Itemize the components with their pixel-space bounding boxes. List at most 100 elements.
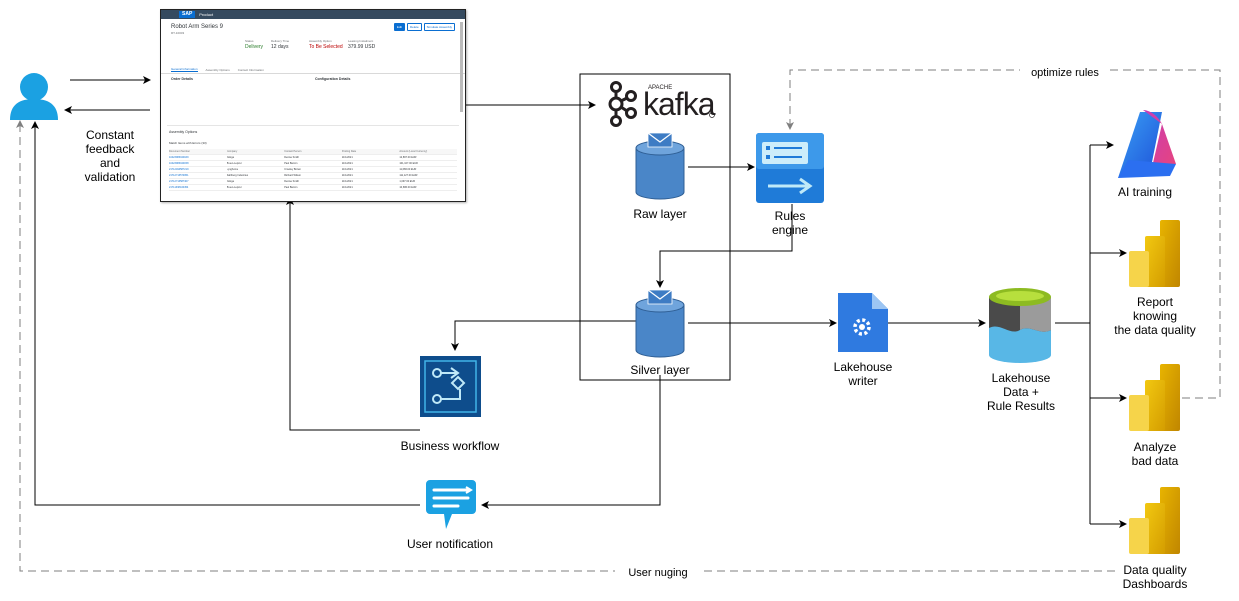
delete-button[interactable]: Delete bbox=[406, 23, 422, 31]
table-cell: 10,686.00 EUR bbox=[399, 186, 417, 189]
table-row[interactable]: 21712713587407 Jologa Denise Smith 11/1/202… bbox=[169, 179, 457, 185]
table-cell: 11/1/2021 bbox=[341, 174, 353, 177]
table-cell: 11/1/2021 bbox=[341, 162, 353, 165]
fanout-trunk bbox=[1055, 145, 1091, 524]
kafka-logo-icon bbox=[608, 81, 637, 127]
report-powerbi-icon bbox=[1129, 220, 1180, 287]
table-cell: 11/1/2021 bbox=[341, 156, 353, 159]
column-header[interactable]: Contact Person bbox=[284, 150, 302, 153]
business-workflow-icon bbox=[420, 356, 481, 417]
flow-arrows bbox=[31, 76, 1127, 528]
column-header[interactable]: Document Number bbox=[169, 150, 190, 153]
table-header-row: Document Number Company Contact Person Post… bbox=[169, 149, 457, 155]
table-row[interactable]: 10423983040169 Jologa Denise Smith 11/1/202… bbox=[169, 155, 457, 161]
tab-assembly[interactable]: Assembly Options bbox=[205, 67, 230, 72]
details-section: Order Details Configuration Details bbox=[167, 74, 459, 126]
table-cell: Sahlberg Industries bbox=[226, 174, 249, 177]
arrow-workflow-to-app bbox=[286, 197, 420, 431]
column-header[interactable]: Posting Date bbox=[341, 150, 357, 153]
user-notification-icon bbox=[426, 480, 476, 529]
kafka-wordmark-text: kafka bbox=[643, 86, 716, 122]
kafka-apache-text: APACHE bbox=[648, 85, 672, 91]
table-cell: 1,097.00 EUR bbox=[399, 180, 416, 183]
table-cell[interactable]: 21712713574951 bbox=[169, 174, 189, 177]
table-subtitle: Match Items with Errors (33) bbox=[169, 141, 207, 145]
arrow-notification-to-user bbox=[31, 121, 420, 506]
silver-layer-db-icon bbox=[635, 289, 685, 358]
tab-general[interactable]: General Information bbox=[171, 67, 198, 72]
scrollbar[interactable] bbox=[460, 22, 463, 112]
raw-layer-label: Raw layer bbox=[633, 207, 687, 221]
table-cell[interactable]: 21711338434454 bbox=[169, 186, 189, 189]
table-cell: 11/1/2021 bbox=[341, 186, 353, 189]
app-shell-bar: SAP Product bbox=[161, 10, 465, 19]
edit-button[interactable]: Edit bbox=[393, 23, 405, 31]
arrow-silver-to-notification bbox=[481, 375, 661, 509]
table-cell: Jologa bbox=[226, 180, 234, 183]
raw-layer-db-icon bbox=[635, 132, 685, 200]
column-header[interactable]: Amount (Local Currency) bbox=[399, 150, 428, 153]
table-cell[interactable]: 10423983040169 bbox=[169, 156, 189, 159]
user-nudging-loop bbox=[19, 122, 1115, 572]
table-cell: Denise Smith bbox=[284, 156, 300, 159]
rules-engine-icon bbox=[756, 133, 824, 203]
config-details-title: Configuration Details bbox=[315, 77, 351, 81]
table-cell: Lynghome bbox=[226, 168, 239, 171]
table-cell: Paul Barron bbox=[284, 162, 298, 165]
object-tabs: General Information Assembly Options Con… bbox=[161, 66, 465, 74]
app-screenshot: SAP Product Robot Arm Series 9 RT-10003 … bbox=[160, 9, 466, 202]
table-cell: 12,897.00 EUR bbox=[399, 156, 417, 159]
table-cell[interactable]: 10423983040158 bbox=[169, 162, 189, 165]
object-title: Robot Arm Series 9 bbox=[171, 24, 224, 30]
table-row[interactable]: 21711338434454 Bruen-Lepzer Paul Barron 11/… bbox=[169, 185, 457, 191]
simulate-button[interactable]: Simulate Assembly bbox=[423, 23, 455, 31]
dashboards-powerbi-icon bbox=[1129, 487, 1180, 554]
dashed-loops bbox=[19, 69, 1221, 572]
ai-training-label: AI training bbox=[1117, 185, 1173, 199]
items-table: Document Number Company Contact Person Post… bbox=[169, 149, 457, 191]
silver-layer-label: Silver layer bbox=[630, 363, 690, 377]
table-cell[interactable]: 21712713587407 bbox=[169, 180, 189, 183]
table-cell: Paul Barron bbox=[284, 186, 298, 189]
table-cell: Jologa bbox=[226, 156, 234, 159]
kafka-container bbox=[579, 73, 731, 381]
arrow-rules-to-silver bbox=[656, 204, 793, 288]
table-cell: 111,127.00 EUR bbox=[399, 174, 418, 177]
order-details-title: Order Details bbox=[171, 77, 193, 81]
tab-contact[interactable]: Contact Information bbox=[237, 67, 264, 72]
analyze-powerbi-icon bbox=[1129, 364, 1180, 431]
user-notification-label: User notification bbox=[406, 537, 494, 551]
table-cell: 101,107.00 EUR bbox=[399, 162, 418, 165]
table-cell: 11,686.00 EUR bbox=[399, 168, 417, 171]
user-nudging-label: User nuging bbox=[615, 566, 701, 580]
table-cell: 11/1/2021 bbox=[341, 168, 353, 171]
user-icon bbox=[10, 73, 58, 120]
product-menu[interactable]: Product bbox=[199, 12, 214, 17]
column-header[interactable]: Company bbox=[226, 150, 238, 153]
optimize-rules-loop bbox=[789, 69, 1221, 399]
table-cell: 11/1/2021 bbox=[341, 180, 353, 183]
table-cell[interactable]: 21712494587219 bbox=[169, 168, 189, 171]
lakehouse-writer-icon bbox=[838, 293, 888, 352]
ai-training-icon bbox=[1118, 110, 1176, 178]
object-subtitle: RT-10003 bbox=[171, 31, 185, 35]
table-cell: Bruen-Lepzer bbox=[226, 186, 242, 189]
sap-logo: SAP bbox=[179, 11, 196, 18]
business-workflow-label: Business workflow bbox=[400, 439, 500, 453]
table-cell: Denise Smith bbox=[284, 180, 300, 183]
lakehouse-data-icon bbox=[989, 288, 1051, 363]
